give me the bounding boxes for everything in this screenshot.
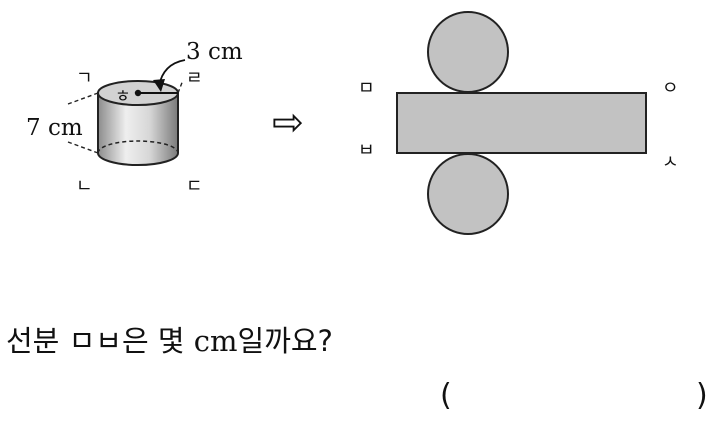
guide-line-bottom-left xyxy=(67,141,99,154)
point-label-center: ㅎ xyxy=(115,87,131,107)
center-point xyxy=(134,89,142,97)
point-label-top-right: ㄹ xyxy=(186,68,203,89)
net-point-label-top-left: ㅁ xyxy=(358,78,375,99)
point-label-top-left: ㄱ xyxy=(76,68,93,89)
guide-line-top-left xyxy=(67,92,99,105)
guide-line-top-right xyxy=(177,79,184,94)
transform-arrow-icon: ⇨ xyxy=(272,100,304,144)
net-point-label-top-right: ㅇ xyxy=(662,78,679,99)
question-segment: ㅁㅂ xyxy=(68,324,122,358)
radius-pointer-arrowhead xyxy=(153,79,165,92)
question-text: 선분 ㅁㅂ은 몇 cm일까요? xyxy=(6,318,333,360)
question-prefix: 선분 xyxy=(6,324,69,358)
cylinder-bottom-hidden-edge xyxy=(97,140,179,154)
figure: 3 cm 7 cm ㄱ ㄹ ㅎ ㄴ ㄷ ⇨ ㅁ ㅇ ㅂ ㅅ xyxy=(26,11,679,235)
question-middle: 은 몇 xyxy=(121,324,194,358)
net-point-label-bottom-left: ㅂ xyxy=(358,140,375,161)
cylinder-net: ㅁ ㅇ ㅂ ㅅ xyxy=(358,11,679,235)
label-radius: 3 cm xyxy=(186,39,243,65)
question-unit: cm xyxy=(193,324,238,358)
cylinder-side xyxy=(97,92,179,166)
net-point-label-bottom-right: ㅅ xyxy=(662,152,679,173)
answer-open-paren: ( xyxy=(440,378,452,413)
question-suffix: 일까요? xyxy=(237,324,333,358)
answer-close-paren: ) xyxy=(696,378,708,413)
label-height: 7 cm xyxy=(26,115,83,141)
net-top-circle xyxy=(427,11,509,93)
point-label-bottom-left: ㄴ xyxy=(76,176,93,197)
point-label-bottom-right: ㄷ xyxy=(186,176,203,197)
net-rectangle xyxy=(396,92,647,154)
cylinder: 3 cm 7 cm ㄱ ㄹ ㅎ ㄴ ㄷ xyxy=(26,39,243,197)
net-bottom-circle xyxy=(427,153,509,235)
